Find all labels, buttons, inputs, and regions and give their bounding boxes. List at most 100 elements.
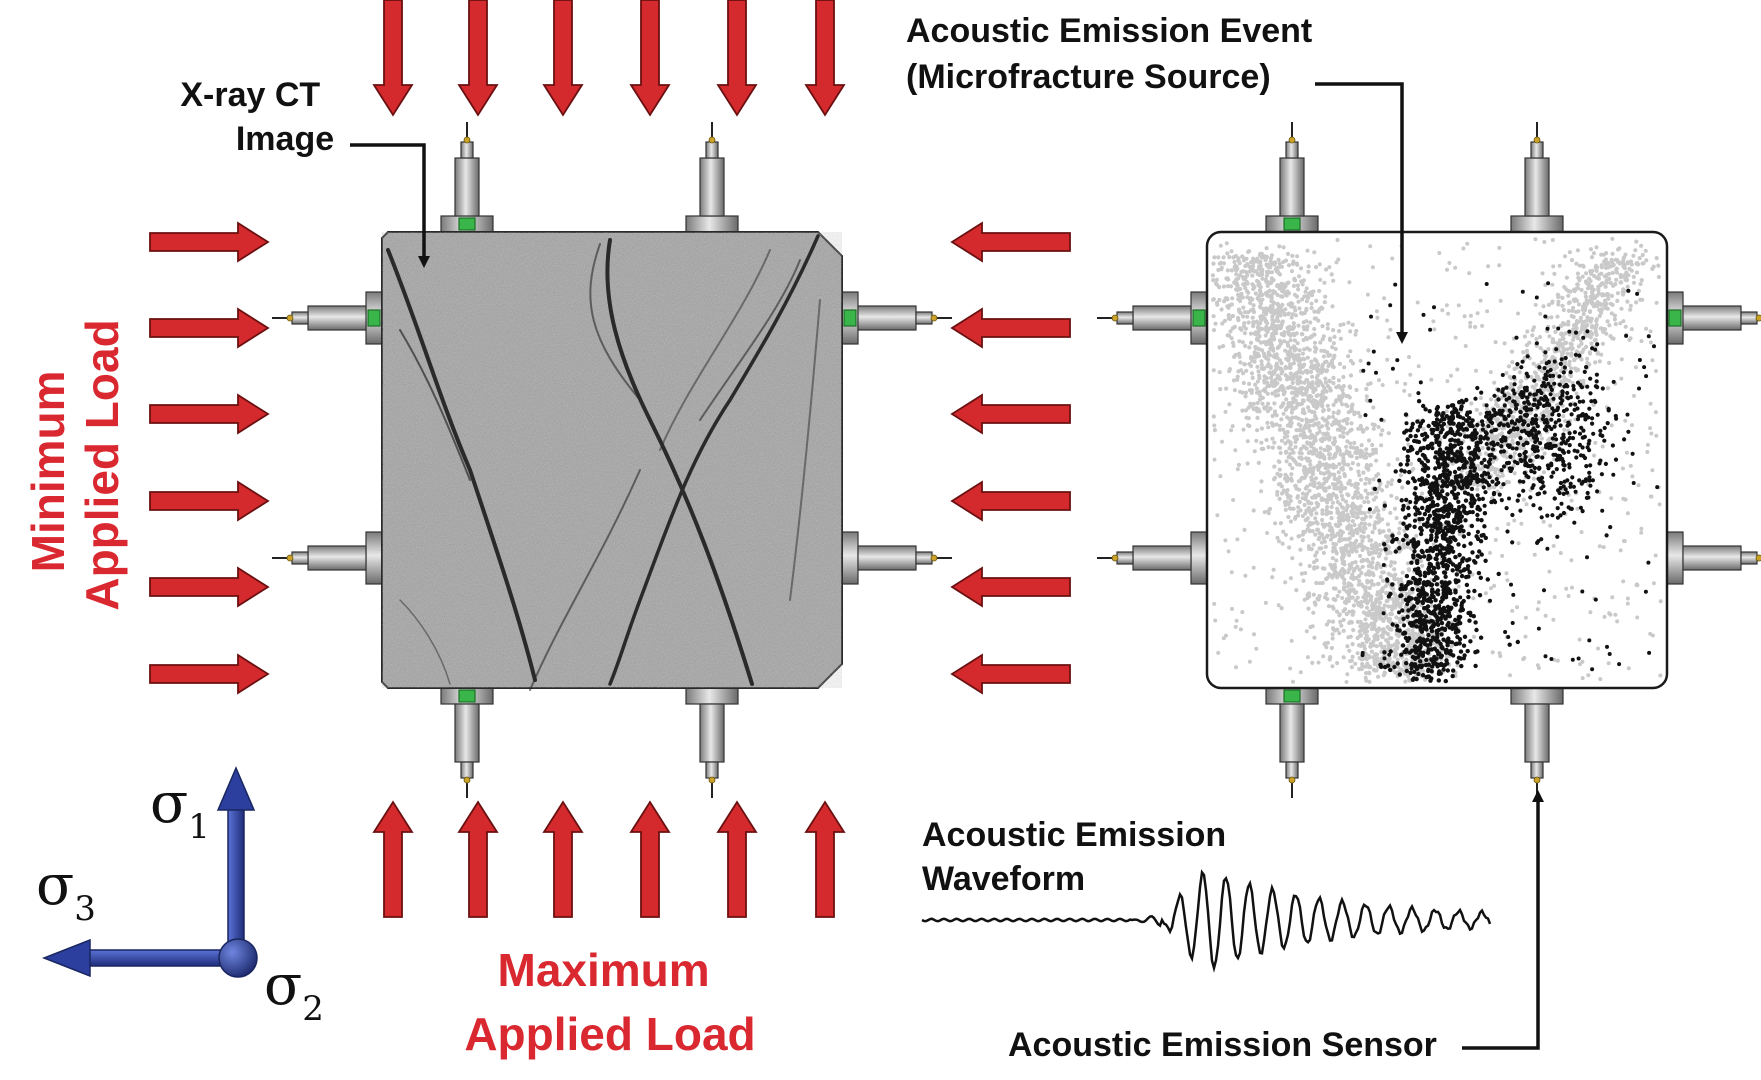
ae-event-light-point	[1325, 533, 1330, 538]
ae-event-dark-point	[1435, 588, 1441, 593]
ae-event-light-point	[1560, 353, 1565, 358]
ae-event-light-point	[1394, 380, 1399, 385]
ae-event-light-point	[1240, 610, 1245, 615]
ae-event-light-point	[1403, 381, 1408, 386]
ae-event-dark-point	[1478, 635, 1484, 640]
ae-event-light-point	[1363, 617, 1368, 622]
ae-event-light-point	[1510, 608, 1515, 613]
ae-event-light-point	[1309, 509, 1314, 514]
ae-event-light-point	[1649, 431, 1654, 436]
ae-event-light-point	[1542, 470, 1546, 475]
ae-event-dark-point	[1459, 600, 1465, 606]
ae-event-dark-point	[1390, 582, 1395, 587]
ae-event-dark-point	[1440, 506, 1445, 512]
ae-event-light-point	[1259, 479, 1264, 484]
ae-event-light-point	[1346, 592, 1351, 597]
ae-event-light-point	[1384, 484, 1389, 489]
ae-event-light-point	[1589, 284, 1594, 289]
ae-event-light-point	[1588, 278, 1593, 284]
ae-event-dark-point	[1418, 659, 1423, 664]
ae-event-dark-point	[1426, 648, 1431, 654]
ae-event-light-point	[1337, 361, 1343, 366]
ae-event-dark-point	[1422, 595, 1427, 600]
ae-event-light-point	[1271, 383, 1276, 389]
ae-event-light-point	[1341, 458, 1346, 463]
ae-event-light-point	[1638, 297, 1643, 302]
ae-event-light-point	[1596, 646, 1600, 651]
ae-event-light-point	[1315, 504, 1320, 509]
ae-event-light-point	[1393, 670, 1398, 675]
bottom-load-arrow-6	[804, 800, 846, 918]
ae-event-light-point	[1327, 378, 1332, 383]
ae-event-light-point	[1497, 245, 1502, 250]
ae-event-light-point	[1358, 553, 1363, 559]
ae-event-light-point	[1260, 401, 1265, 406]
ae-event-light-point	[1213, 618, 1218, 623]
ae-event-light-point	[1321, 536, 1326, 541]
ae-event-light-point	[1551, 264, 1556, 269]
ae-event-light-point	[1574, 261, 1579, 266]
ae-event-light-point	[1311, 389, 1316, 395]
ae-event-light-point	[1516, 541, 1521, 546]
ae-event-light-point	[1325, 596, 1330, 602]
ae-event-light-point	[1292, 292, 1298, 297]
ae-event-light-point	[1322, 471, 1326, 476]
ae-event-light-point	[1382, 603, 1387, 608]
ae-event-light-point	[1331, 541, 1336, 546]
ae-event-light-point	[1255, 256, 1260, 261]
ae-event-light-point	[1237, 273, 1242, 278]
ae-event-light-point	[1653, 553, 1658, 558]
ae-event-light-point	[1212, 423, 1217, 428]
ae-event-light-point	[1516, 311, 1520, 316]
ae-event-light-point	[1211, 314, 1216, 319]
ae-event-dark-point	[1440, 489, 1445, 494]
ae-event-dark-point	[1439, 580, 1445, 585]
ae-event-light-point	[1507, 392, 1512, 397]
ae-event-light-point	[1296, 416, 1301, 421]
ae-event-light-point	[1393, 593, 1398, 598]
ae-event-light-point	[1478, 298, 1483, 303]
ae-event-light-point	[1363, 588, 1368, 593]
ae-event-light-point	[1247, 659, 1252, 664]
ae-event-light-point	[1242, 321, 1247, 326]
ae-event-light-point	[1623, 324, 1628, 329]
ae-event-light-point	[1579, 530, 1584, 535]
ae-event-light-point	[1592, 453, 1597, 458]
ae-event-dark-point	[1482, 524, 1487, 529]
ae-event-light-point	[1331, 491, 1336, 496]
ae-event-light-point	[1653, 410, 1658, 415]
ae-event-light-point	[1230, 296, 1235, 301]
ae-event-light-point	[1644, 326, 1649, 331]
ae-event-light-point	[1357, 542, 1362, 548]
ae-event-light-point	[1621, 319, 1626, 324]
ae-event-light-point	[1244, 415, 1249, 420]
ae-event-light-point	[1376, 424, 1381, 430]
ae-event-light-point	[1531, 325, 1537, 330]
ae-event-light-point	[1558, 551, 1563, 555]
ae-event-light-point	[1386, 604, 1391, 609]
ae-event-light-point	[1621, 292, 1626, 297]
ae-event-light-point	[1281, 411, 1286, 416]
ae-event-light-point	[1333, 346, 1338, 352]
ae-event-dark-point	[1409, 560, 1414, 565]
ae-event-light-point	[1309, 512, 1314, 517]
ae-event-light-point	[1260, 395, 1265, 400]
ae-event-light-point	[1256, 460, 1261, 465]
ae-event-light-point	[1576, 309, 1581, 314]
ae-event-light-point	[1230, 313, 1235, 319]
ae-event-light-point	[1386, 545, 1391, 550]
ae-event-light-point	[1590, 300, 1595, 305]
ae-event-dark-point	[1441, 411, 1446, 416]
ae-event-dark-point	[1428, 537, 1434, 542]
ae-event-light-point	[1350, 519, 1355, 524]
ae-event-light-point	[1277, 344, 1282, 349]
ae-event-light-point	[1548, 523, 1553, 528]
ae-event-dark-point	[1443, 574, 1448, 579]
ae-event-light-point	[1305, 355, 1310, 360]
ae-event-light-point	[1248, 331, 1254, 336]
ae-event-light-point	[1371, 643, 1376, 648]
ae-event-light-point	[1298, 508, 1303, 513]
ae-event-light-point	[1371, 655, 1376, 660]
ae-event-light-point	[1358, 426, 1364, 431]
